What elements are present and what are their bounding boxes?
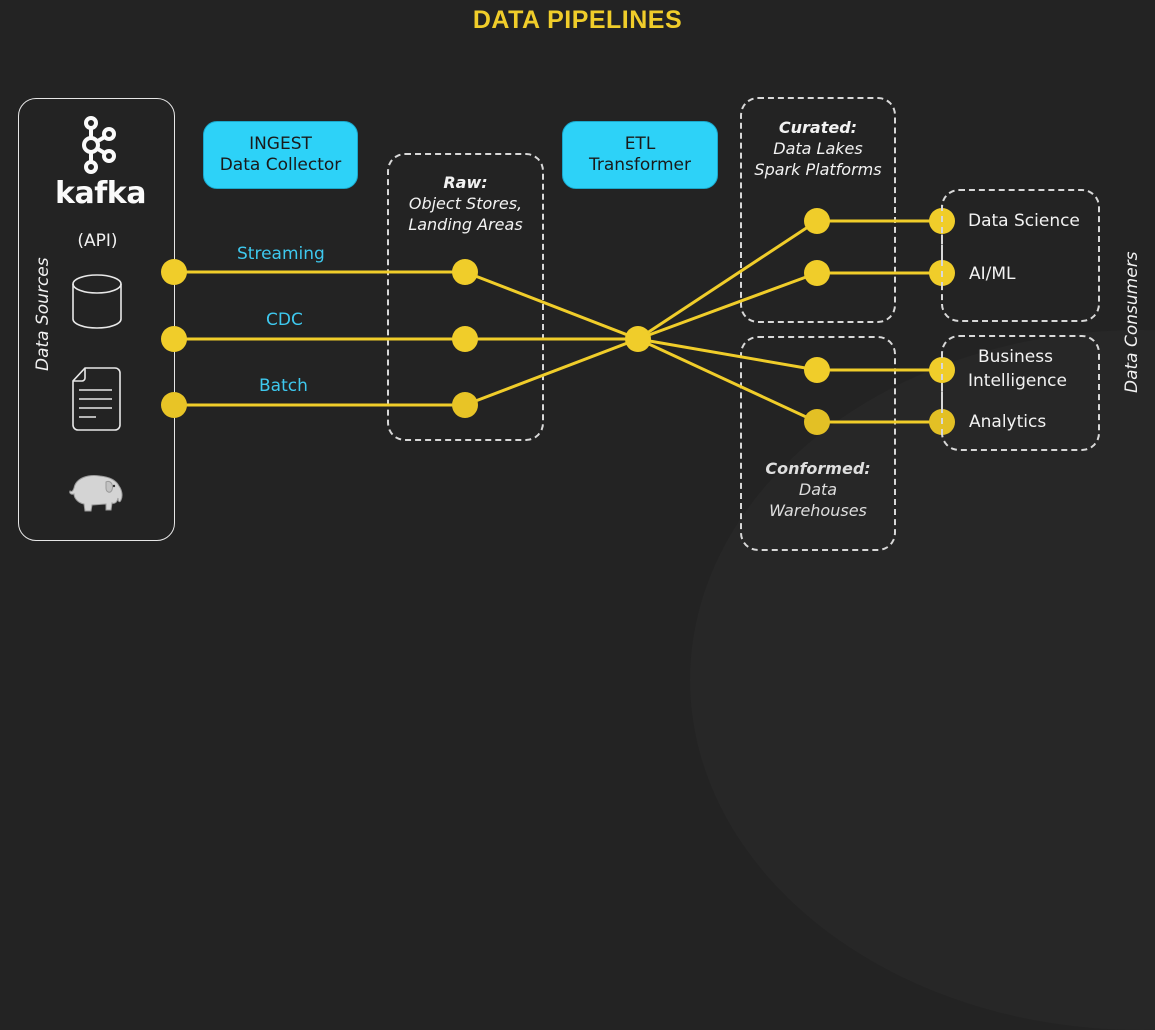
conformed-zone-label: Conformed: Data Warehouses xyxy=(740,458,896,521)
kafka-logo-icon xyxy=(82,116,116,174)
etl-transformer-box: ETL Transformer xyxy=(562,121,718,189)
node-conformed-2 xyxy=(804,409,830,435)
node-curated-1 xyxy=(804,208,830,234)
node-source-cdc xyxy=(161,326,187,352)
consumer-business: Business xyxy=(978,347,1053,367)
node-consumer-bi xyxy=(929,357,955,383)
etl-subtitle: Transformer xyxy=(588,155,691,175)
raw-zone-box xyxy=(387,153,544,441)
node-source-streaming xyxy=(161,259,187,285)
api-label: (API) xyxy=(77,231,118,251)
data-sources-box xyxy=(18,98,175,541)
node-conformed-1 xyxy=(804,357,830,383)
raw-line1: Object Stores, xyxy=(408,194,523,213)
pipeline-wires xyxy=(161,205,955,440)
conformed-zone-box xyxy=(740,336,896,551)
node-source-batch xyxy=(161,392,187,418)
curated-heading: Curated: xyxy=(778,118,858,137)
node-raw-cdc xyxy=(452,326,478,352)
curated-zone-label: Curated: Data Lakes Spark Platforms xyxy=(740,117,896,180)
consumer-analytics: Analytics xyxy=(969,412,1047,432)
wire-raw-batch-hub xyxy=(463,337,640,407)
node-hub xyxy=(625,326,651,352)
wire-hub-conformed-2 xyxy=(636,337,819,424)
consumer-data-science: Data Science xyxy=(968,211,1080,231)
raw-heading: Raw: xyxy=(443,173,488,192)
wire-hub-curated-1 xyxy=(636,219,819,341)
etl-title: ETL xyxy=(624,134,656,154)
conformed-line2: Warehouses xyxy=(769,501,867,520)
conformed-line1: Data xyxy=(798,480,838,499)
flow-label-batch: Batch xyxy=(259,376,308,396)
ingest-data-collector-box: INGEST Data Collector xyxy=(203,121,358,189)
document-icon xyxy=(72,367,121,431)
raw-line2: Landing Areas xyxy=(408,215,523,234)
flow-label-streaming: Streaming xyxy=(237,244,325,264)
consumer-intelligence: Intelligence xyxy=(968,371,1067,391)
page-title: DATA PIPELINES xyxy=(472,6,683,34)
raw-zone-label: Raw: Object Stores, Landing Areas xyxy=(387,172,544,235)
consumer-aiml: AI/ML xyxy=(969,264,1016,284)
ingest-title: INGEST xyxy=(249,134,312,154)
wire-hub-conformed-1 xyxy=(636,337,819,372)
database-icon xyxy=(72,274,122,329)
curated-line2: Spark Platforms xyxy=(754,160,882,179)
consumers-box-lower xyxy=(941,335,1100,451)
wire-hub-curated-2 xyxy=(636,271,819,341)
node-raw-batch xyxy=(452,392,478,418)
flow-label-cdc: CDC xyxy=(266,310,303,330)
node-curated-2 xyxy=(804,260,830,286)
curated-line1: Data Lakes xyxy=(773,139,863,158)
wire-raw-streaming-hub xyxy=(463,270,640,341)
kafka-label: kafka xyxy=(55,176,146,211)
hadoop-elephant-icon xyxy=(69,475,123,512)
ingest-subtitle: Data Collector xyxy=(219,155,342,175)
consumers-box-upper xyxy=(941,189,1100,322)
conformed-heading: Conformed: xyxy=(765,459,871,478)
node-raw-streaming xyxy=(452,259,478,285)
curated-zone-box xyxy=(740,97,896,323)
